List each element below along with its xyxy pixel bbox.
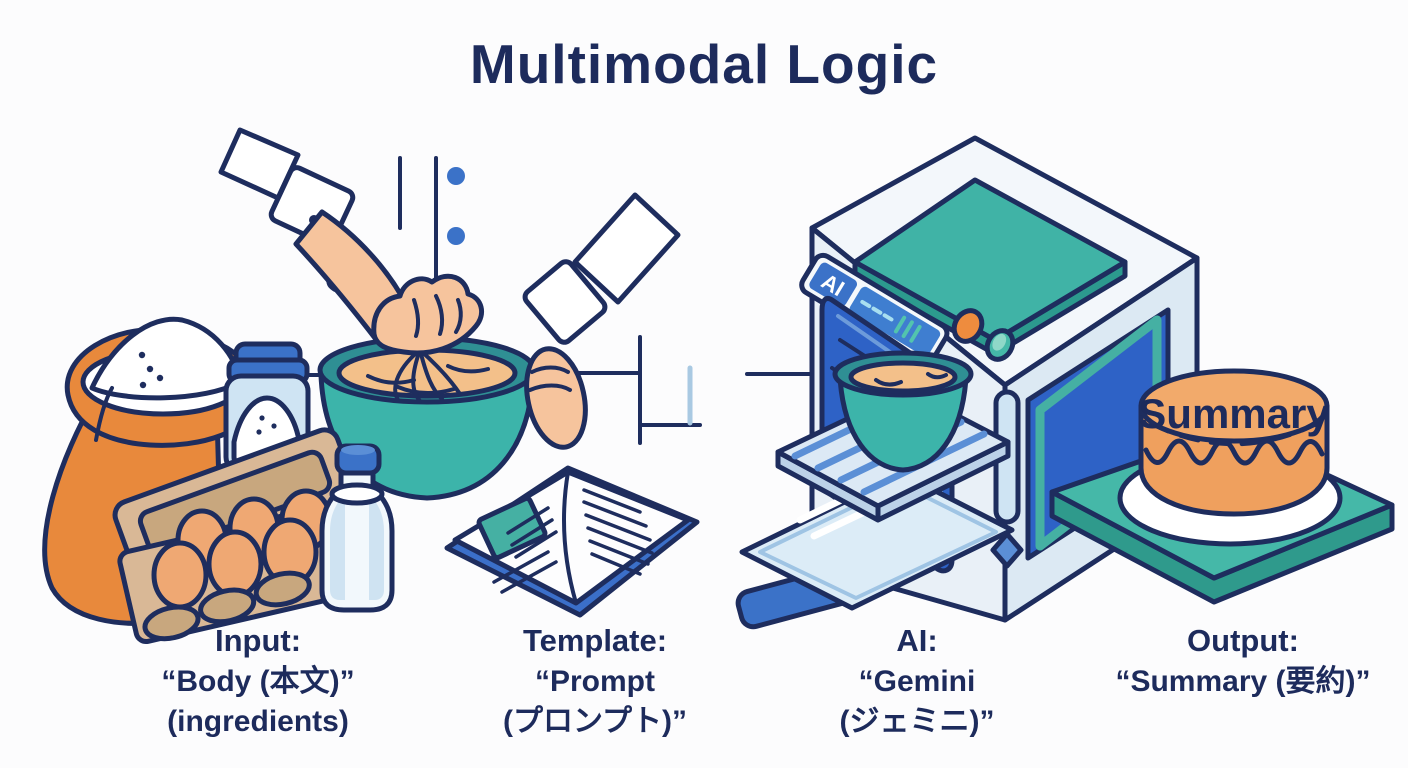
caption-input-line: (ingredients): [167, 705, 349, 738]
oven-display: AI: [799, 252, 950, 366]
oven-buttons: [951, 308, 1016, 362]
milk-bottle: [319, 443, 395, 613]
caption-ai-line: “Gemini: [858, 665, 976, 698]
glass-tray: [735, 471, 1015, 630]
oven-ai-badge: [809, 262, 858, 307]
jacket-button: [447, 167, 465, 185]
cake-label: Summary: [1138, 390, 1330, 437]
caption-ai-label: AI:: [896, 623, 938, 658]
caption-output-label: Output:: [1187, 623, 1299, 658]
caption-output: Output: “Summary (要約)”: [1063, 620, 1408, 702]
caption-template-label: Template:: [522, 623, 668, 658]
caption-template-line: “Prompt: [535, 665, 655, 698]
caption-input-line: “Body (本文)”: [161, 665, 355, 698]
eggs: [151, 488, 333, 610]
caption-ai-line: (ジェミニ)”: [839, 705, 995, 738]
recipe-book: [444, 465, 700, 618]
caption-template-line: (プロンプト)”: [502, 705, 688, 738]
egg-carton: [112, 427, 358, 645]
caption-input-label: Input:: [214, 623, 302, 658]
chef-hands: [218, 127, 681, 450]
caption-input: Input: “Body (本文)” (ingredients): [78, 620, 438, 742]
caption-template: Template: “Prompt (プロンプト)”: [415, 620, 775, 742]
page-title: Multimodal Logic: [469, 33, 939, 95]
jacket-button: [447, 227, 465, 245]
book-text-lines: [492, 488, 654, 594]
oven-bowl: [832, 350, 974, 473]
oven-screen: [849, 286, 941, 357]
caption-ai: AI: “Gemini (ジェミニ)”: [737, 620, 1097, 742]
caption-output-line: “Summary (要約)”: [1115, 665, 1371, 698]
summary-cake: Summary: [1138, 368, 1330, 517]
